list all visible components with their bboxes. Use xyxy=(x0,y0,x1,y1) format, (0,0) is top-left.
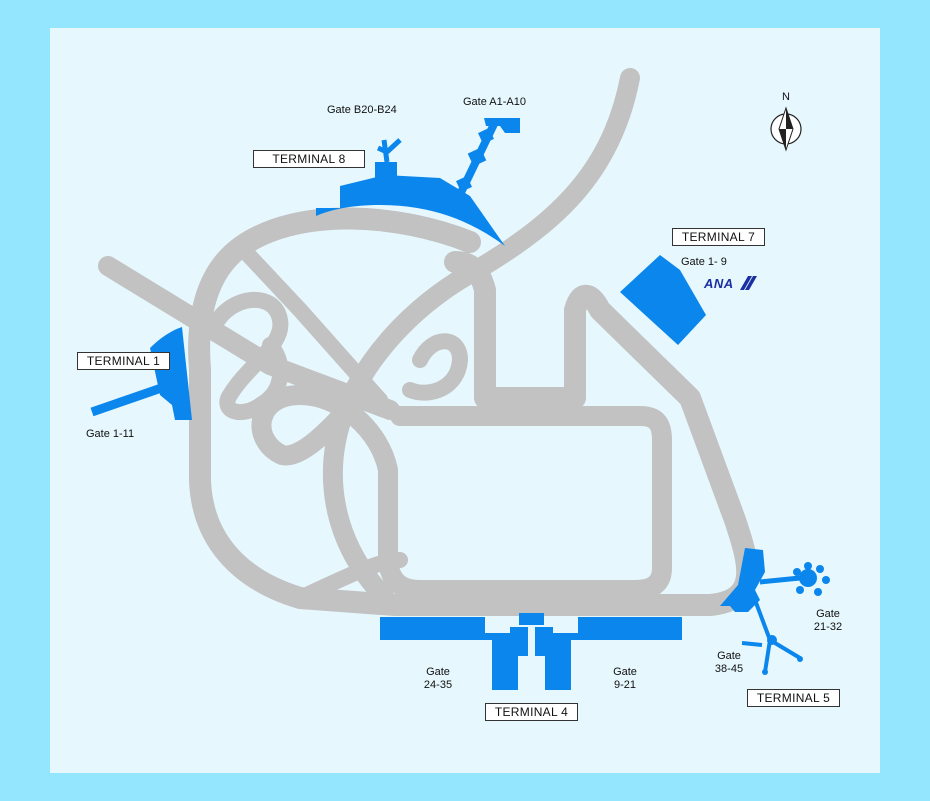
gate-label-9-21-line2: 9-21 xyxy=(613,679,637,691)
terminal-4-building xyxy=(380,613,682,690)
gate-label-21-32-line1: Gate xyxy=(816,608,840,620)
roadway-network xyxy=(98,68,759,616)
gate-label-t7: Gate 1- 9 xyxy=(681,256,727,268)
connector-road xyxy=(232,238,388,408)
left-loop-road-b xyxy=(402,333,468,401)
south-connector-road xyxy=(292,552,408,606)
terminal-1-building xyxy=(90,327,192,420)
gate-label-9-21: Gate 9-21 xyxy=(608,666,642,692)
ana-logo-stripes xyxy=(740,276,757,290)
ana-airline-logo: ANA xyxy=(704,276,734,291)
terminal-5-building xyxy=(720,548,830,675)
inner-left-loop-road xyxy=(251,385,398,480)
north-indicator: N xyxy=(782,91,790,103)
gate-label-21-32: Gate 21-32 xyxy=(808,608,848,634)
compass-rose xyxy=(770,106,802,152)
gate-label-24-35: Gate 24-35 xyxy=(420,666,456,692)
gate-label-38-45-line2: 38-45 xyxy=(714,663,744,675)
outer-loop-road xyxy=(188,207,759,616)
left-loop-road-a xyxy=(207,291,289,421)
terminal-7-building xyxy=(620,255,706,345)
terminal-7-label: TERMINAL 7 xyxy=(672,228,765,246)
gate-label-t1: Gate 1-11 xyxy=(86,428,135,440)
gate-label-24-35-line1: Gate xyxy=(426,666,450,678)
gate-label-b20-b24: Gate B20-B24 xyxy=(327,104,397,116)
inner-rectangle-road xyxy=(378,406,672,600)
terminal-8-label: TERMINAL 8 xyxy=(253,150,365,168)
main-highway-road xyxy=(322,68,640,608)
gate-label-24-35-line2: 24-35 xyxy=(423,679,453,691)
terminal-8-building xyxy=(316,118,520,246)
terminal-4-label: TERMINAL 4 xyxy=(485,703,578,721)
gate-label-38-45: Gate 38-45 xyxy=(710,650,748,676)
gate-label-38-45-line1: Gate xyxy=(717,650,741,662)
gate-label-21-32-line2: 21-32 xyxy=(813,621,843,633)
terminal-5-label: TERMINAL 5 xyxy=(747,689,840,707)
terminal-1-label: TERMINAL 1 xyxy=(77,352,170,370)
gate-label-a1-a10: Gate A1-A10 xyxy=(463,96,526,108)
gate-label-9-21-line1: Gate xyxy=(613,666,637,678)
